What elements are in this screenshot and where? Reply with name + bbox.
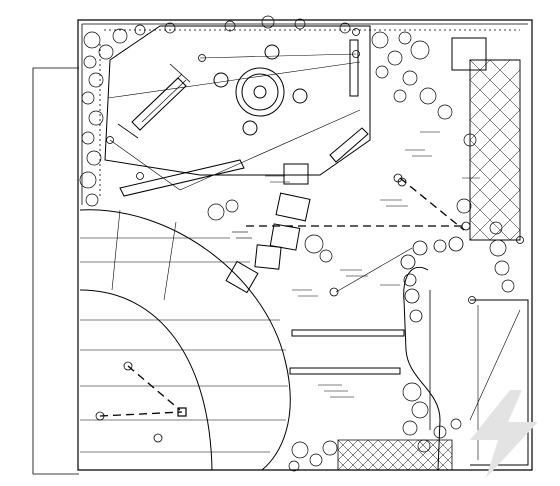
left-reference-line xyxy=(32,67,79,475)
trellis-lattice xyxy=(469,59,521,241)
bottom-hatched-paving xyxy=(337,439,453,471)
path-pavers xyxy=(400,236,464,323)
stepping-stones xyxy=(225,163,311,294)
upper-terrace-outline xyxy=(104,25,371,176)
lightning-bolt-icon xyxy=(470,390,538,478)
fixture-symbols xyxy=(95,28,524,443)
rock-clusters xyxy=(207,198,515,472)
round-table-set xyxy=(213,44,308,136)
lawn-texture xyxy=(232,131,480,398)
garden-bench xyxy=(117,63,191,139)
site-boundary xyxy=(77,19,533,471)
line-endpoint-box xyxy=(177,407,187,417)
wooden-deck xyxy=(79,209,291,471)
flower-bed-strips xyxy=(289,329,405,375)
lower-right-planter xyxy=(470,299,529,466)
watermark-logo xyxy=(470,390,538,478)
curved-path xyxy=(403,267,441,471)
square-feature xyxy=(451,37,487,71)
service-lines xyxy=(107,53,521,421)
main-dashed-line xyxy=(99,177,466,417)
perimeter-planting xyxy=(81,23,528,205)
planter-strips xyxy=(119,39,369,197)
shrub-clusters xyxy=(79,15,477,207)
